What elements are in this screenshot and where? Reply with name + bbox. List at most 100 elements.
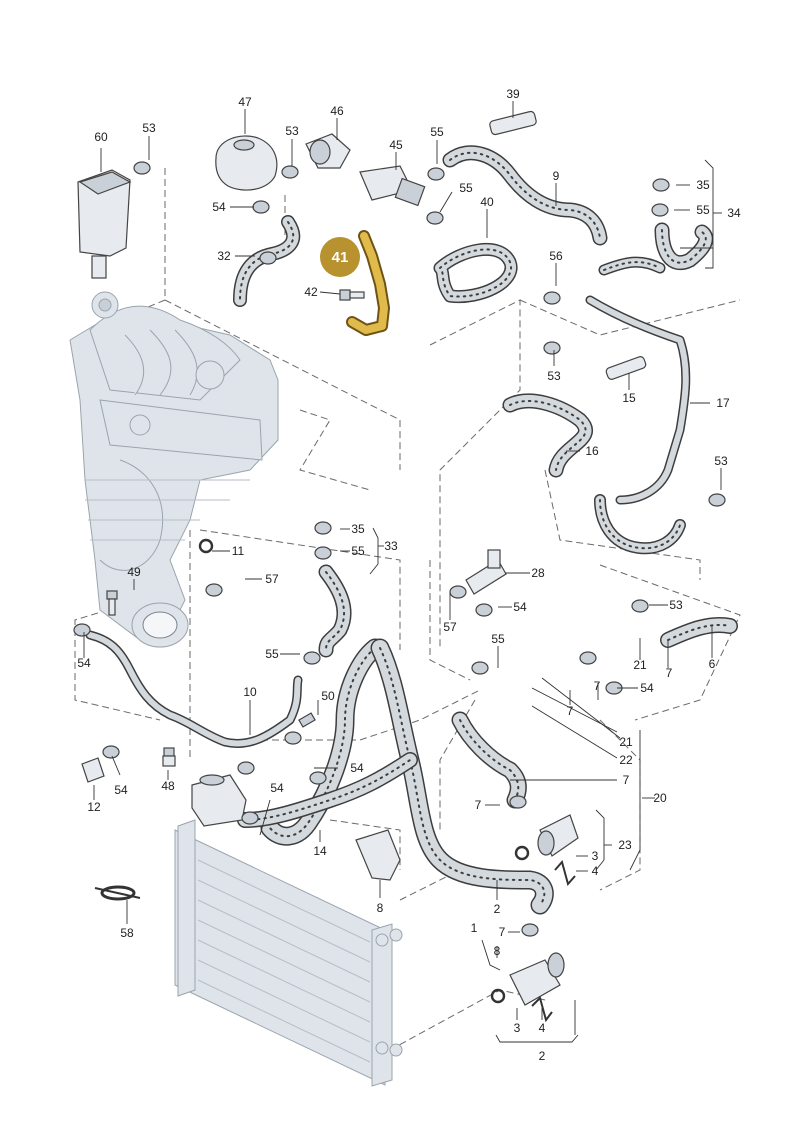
- label-35: 35: [351, 522, 365, 536]
- label-23: 23: [618, 838, 632, 852]
- label-39: 39: [506, 87, 520, 101]
- hose-clamp: [303, 651, 321, 665]
- hose-clamp: [631, 599, 649, 613]
- label-28: 28: [531, 566, 545, 580]
- hose-clamp: [471, 661, 489, 675]
- label-53: 53: [714, 454, 728, 468]
- coolant-pump-45: [359, 165, 426, 207]
- coolant-hoses: [85, 145, 738, 915]
- hose-clamp: [205, 583, 223, 597]
- hose-clamp: [281, 165, 299, 179]
- label-35: 35: [696, 178, 710, 192]
- hose-clamps: [73, 161, 726, 937]
- label-57: 57: [443, 620, 457, 634]
- label-8: 8: [494, 944, 501, 958]
- label-45: 45: [389, 138, 403, 152]
- hose-17: [587, 297, 689, 503]
- hose-6-texture: [667, 624, 731, 641]
- connector-23: [537, 814, 579, 857]
- bolt-48: [162, 747, 176, 767]
- label-4: 4: [592, 864, 599, 878]
- part-41-badge-text: 41: [332, 249, 349, 266]
- part-41-badge[interactable]: 41: [320, 237, 360, 277]
- hose-20: [453, 713, 526, 807]
- hose-main-2-texture: [379, 647, 546, 906]
- label-42: 42: [304, 285, 318, 299]
- hose-clamp: [259, 251, 277, 265]
- t-piece-28: [465, 549, 507, 595]
- hose-clamp: [708, 493, 726, 507]
- hose-33-texture: [325, 571, 345, 651]
- label-17: 17: [716, 396, 730, 410]
- label-49: 49: [127, 565, 141, 579]
- hose-main-1-texture: [269, 647, 376, 838]
- label-10: 10: [243, 685, 257, 699]
- clip-4-lower: [531, 996, 553, 1023]
- plug-12: [81, 757, 105, 783]
- hose-clamp: [102, 745, 120, 759]
- label-48: 48: [161, 779, 175, 793]
- label-58: 58: [120, 926, 134, 940]
- pipe-10: [87, 632, 301, 747]
- hose-56-texture: [603, 261, 661, 271]
- label-7: 7: [567, 704, 574, 718]
- sleeve-15: [605, 356, 647, 380]
- hose-clamp: [509, 795, 527, 809]
- hose-20-texture: [459, 719, 520, 801]
- highlighted-pipe-41[interactable]: [346, 230, 390, 336]
- label-7: 7: [475, 798, 482, 812]
- hose-clamp: [521, 923, 539, 937]
- hose-clamp: [543, 341, 561, 355]
- hose-clamp: [651, 203, 669, 217]
- label-21: 21: [633, 658, 647, 672]
- label-54: 54: [513, 600, 527, 614]
- hose-34-texture: [661, 229, 707, 264]
- parts: [77, 110, 647, 1023]
- label-55: 55: [430, 125, 444, 139]
- hose-clamp: [241, 811, 259, 825]
- hose-clamp: [579, 651, 597, 665]
- label-11: 11: [232, 544, 245, 558]
- hose-clamp: [73, 623, 91, 637]
- hose-clamp: [309, 771, 327, 785]
- sleeve-39: [489, 110, 537, 136]
- label-53: 53: [142, 121, 156, 135]
- label-55: 55: [491, 632, 505, 646]
- label-54: 54: [77, 656, 91, 670]
- label-2: 2: [494, 902, 501, 916]
- hose-clamp: [475, 603, 493, 617]
- hose-clamp: [426, 211, 444, 225]
- label-12: 12: [87, 800, 101, 814]
- hose-clamp: [449, 585, 467, 599]
- label-2: 2: [539, 1049, 546, 1063]
- label-6: 6: [709, 657, 716, 671]
- air-filter-housing-60: [77, 169, 132, 279]
- hose-9: [444, 146, 606, 244]
- clip-4: [554, 859, 576, 887]
- label-46: 46: [330, 104, 344, 118]
- label-15: 15: [622, 391, 636, 405]
- hose-clamp: [133, 161, 151, 175]
- hose-clamp: [284, 731, 302, 745]
- label-54: 54: [270, 781, 284, 795]
- label-22: 22: [619, 753, 633, 767]
- label-55: 55: [351, 544, 365, 558]
- hose-clamp: [314, 521, 332, 535]
- label-50: 50: [321, 689, 335, 703]
- label-3: 3: [514, 1021, 521, 1035]
- o-ring-3: [514, 845, 530, 861]
- flange-46: [305, 133, 351, 169]
- hose-clamp: [237, 761, 255, 775]
- expansion-tank-47: [215, 135, 278, 191]
- hose-clamp: [652, 178, 670, 192]
- label-55: 55: [696, 203, 710, 217]
- label-7: 7: [499, 925, 506, 939]
- label-7: 7: [594, 679, 601, 693]
- engine-block: [69, 291, 279, 648]
- label-7: 7: [623, 773, 630, 787]
- label-55: 55: [265, 647, 279, 661]
- label-9: 9: [553, 169, 560, 183]
- label-33: 33: [384, 539, 398, 553]
